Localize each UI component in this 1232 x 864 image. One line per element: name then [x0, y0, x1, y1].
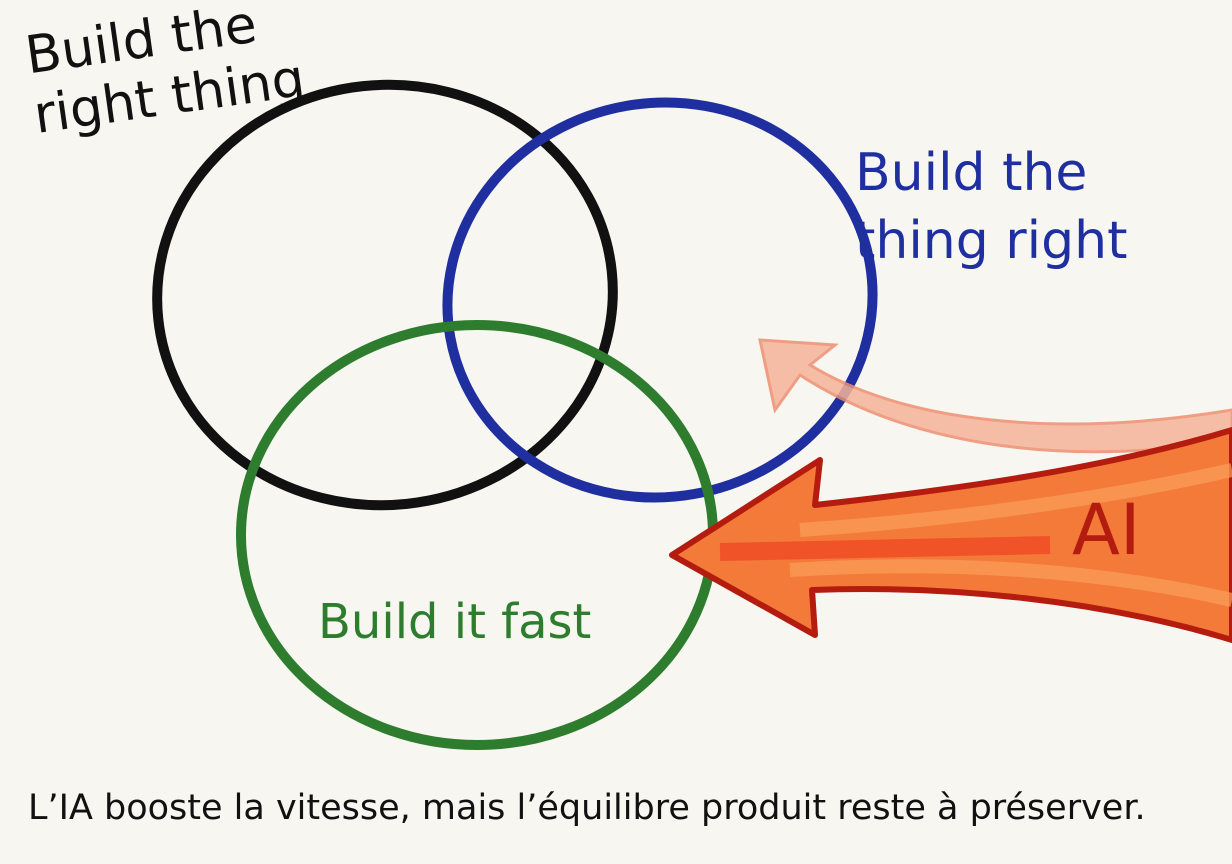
secondary-arrow — [758, 338, 1232, 454]
circle-thing-right — [442, 97, 878, 503]
label-build-thing-right: Build the thing right — [855, 143, 1128, 271]
label-ai: AI — [1072, 489, 1141, 571]
label-build-it-fast: Build it fast — [318, 594, 592, 650]
caption: L’IA booste la vitesse, mais l’équilibre… — [28, 788, 1146, 828]
ai-arrow — [669, 427, 1232, 643]
circle-build-fast — [236, 320, 718, 750]
circle-right-thing — [152, 79, 618, 511]
